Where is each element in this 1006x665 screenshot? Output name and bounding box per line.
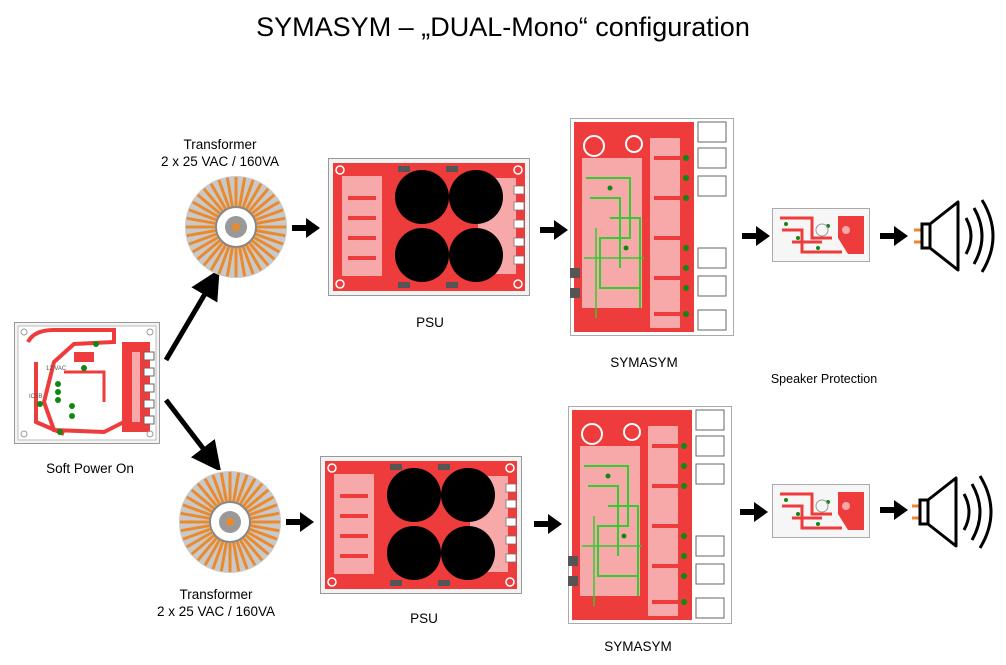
arrow-to-transformer-bottom bbox=[164, 398, 222, 470]
diagram-title: SYMASYM – „DUAL-Mono“ configuration bbox=[256, 12, 750, 42]
transformer-top-rating: 2 x 25 VAC / 160VA bbox=[160, 154, 280, 169]
arrow-amp-to-protection-top bbox=[742, 226, 770, 246]
svg-text:IC3B: IC3B bbox=[29, 394, 42, 400]
symasym-board-top bbox=[570, 118, 734, 336]
transformer-top bbox=[184, 175, 288, 279]
transformer-top-label: Transformer 2 x 25 VAC / 160VA bbox=[150, 136, 290, 170]
arrow-amp-to-protection-bottom bbox=[740, 502, 768, 522]
psu-bottom-label: PSU bbox=[410, 611, 438, 626]
transformer-bottom bbox=[178, 470, 282, 574]
speaker-protection-label: Speaker Protection bbox=[770, 372, 878, 386]
psu-top-label: PSU bbox=[416, 315, 444, 330]
transformer-top-title: Transformer bbox=[183, 137, 257, 152]
psu-board-top bbox=[328, 158, 530, 296]
symasym-bottom-label: SYMASYM bbox=[604, 639, 672, 654]
transformer-bottom-label: Transformer 2 x 25 VAC / 160VA bbox=[146, 586, 286, 620]
arrow-to-transformer-top bbox=[163, 270, 220, 362]
speaker-icon-top bbox=[914, 196, 1006, 276]
speaker-icon-bottom bbox=[912, 472, 1004, 552]
transformer-bottom-title: Transformer bbox=[179, 587, 253, 602]
arrow-psu-to-amp-bottom bbox=[534, 514, 562, 534]
svg-text:12 VAC: 12 VAC bbox=[46, 366, 67, 372]
soft-power-on-board: 12 VAC IC3B bbox=[14, 322, 160, 444]
soft-power-on-label: Soft Power On bbox=[46, 461, 134, 476]
split-arrows bbox=[163, 270, 222, 470]
symasym-top-label: SYMASYM bbox=[610, 355, 678, 370]
arrow-protection-to-speaker-top bbox=[880, 226, 908, 246]
arrow-transformer-to-psu-top bbox=[292, 218, 320, 238]
arrow-psu-to-amp-top bbox=[540, 220, 568, 240]
arrow-transformer-to-psu-bottom bbox=[286, 512, 314, 532]
transformer-bottom-rating: 2 x 25 VAC / 160VA bbox=[156, 604, 276, 619]
symasym-board-bottom bbox=[568, 406, 732, 624]
psu-board-bottom bbox=[320, 456, 522, 594]
arrow-protection-to-speaker-bottom bbox=[880, 500, 908, 520]
speaker-protection-board-bottom bbox=[772, 484, 870, 538]
speaker-protection-board-top bbox=[772, 208, 870, 262]
